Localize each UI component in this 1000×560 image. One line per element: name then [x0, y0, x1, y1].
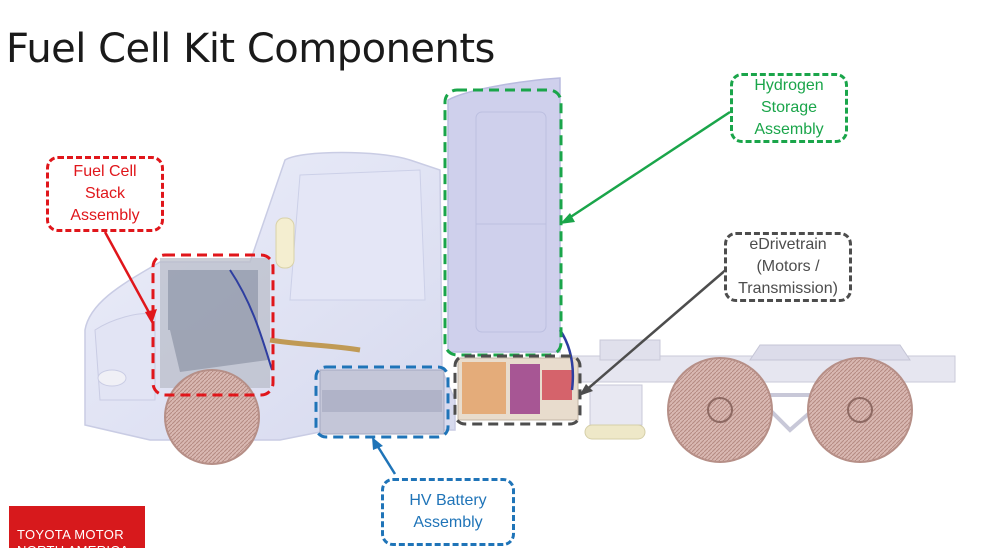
edrivetrain-label: eDrivetrain (Motors / Transmission): [738, 236, 838, 297]
fuel-cell-callout: Fuel Cell Stack Assembly: [46, 156, 164, 232]
edrivetrain-highlight: [453, 354, 582, 426]
edrivetrain: [457, 329, 646, 440]
hv-battery: [319, 369, 445, 435]
wheels: [164, 357, 913, 465]
callout-arrows: [103, 110, 731, 475]
battery-highlight: [314, 365, 450, 439]
hydrogen-tank: [447, 77, 561, 353]
fuel-cell-stack: [160, 258, 361, 388]
toyota-logo: TOYOTA MOTOR NORTH AMERICA: [9, 506, 145, 558]
hydrogen-callout: Hydrogen Storage Assembly: [730, 73, 848, 143]
logo-text: TOYOTA MOTOR NORTH AMERICA: [17, 527, 130, 558]
battery-callout: HV Battery Assembly: [381, 478, 515, 546]
page-title: Fuel Cell Kit Components: [6, 26, 495, 72]
fuel-cell-label: Fuel Cell Stack Assembly: [70, 163, 140, 224]
battery-label: HV Battery Assembly: [409, 492, 487, 531]
edrivetrain-callout: eDrivetrain (Motors / Transmission): [724, 232, 852, 302]
fuel-cell-highlight: [151, 253, 275, 397]
hydrogen-label: Hydrogen Storage Assembly: [754, 77, 824, 138]
